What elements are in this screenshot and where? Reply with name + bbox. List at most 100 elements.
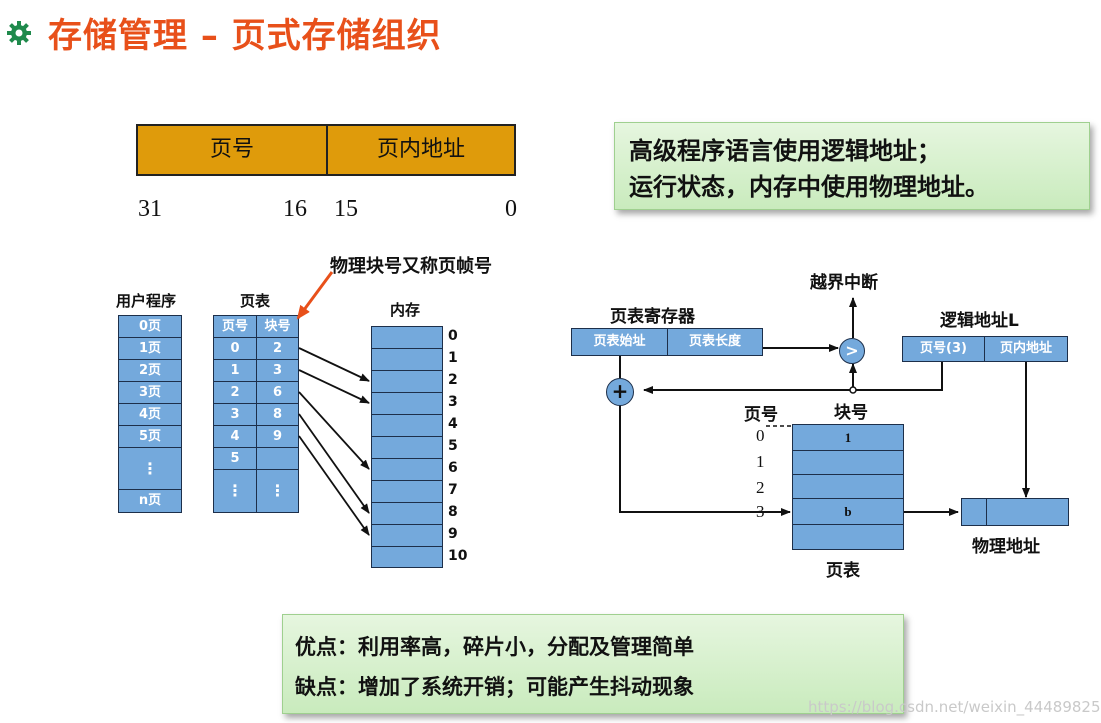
adder-to-table [619,404,791,516]
logical-address-register: 页号(3) 页内地址 [902,336,1068,362]
logical-page-field: 页号(3) [903,337,985,361]
program-page: 1页 [119,338,181,360]
pt-page-cell: 4 [214,426,257,448]
memory-frame [372,393,442,415]
pt-page-cell: 1 [214,360,257,382]
map-arrow-1 [298,369,370,404]
format-divider [326,126,328,174]
gear-icon [7,21,31,45]
memory-frame-number: 0 [448,328,458,344]
physical-block-field [962,499,987,525]
user-program-column: 0页 1页 2页 3页 4页 5页 ⋮ n页 [118,315,182,513]
map-arrow-4 [298,435,370,536]
pt-block-cell: 3 [257,360,298,382]
logical-address-label: 逻辑地址L [940,311,1019,331]
page-offset-field: 页内地址 [376,137,465,162]
block-number-label: 块号 [834,403,868,423]
memory-frame [372,437,442,459]
memory-column [371,326,443,568]
bit-16: 16 [283,196,307,222]
cons-line: 缺点：增加了系统开销；可能产生抖动现象 [295,675,694,699]
program-page: 2页 [119,360,181,382]
memory-frame [372,503,442,525]
pt-block-cell: 6 [257,382,298,404]
pt-page-ellipsis: ⋮ [214,470,257,512]
program-page: n页 [138,493,162,508]
bit-15: 15 [334,196,358,222]
note-line-1: 高级程序语言使用逻辑地址； [629,137,941,165]
pt-block-cell: 8 [257,404,298,426]
user-program-label: 用户程序 [116,292,177,310]
callout-arrow [296,271,334,320]
pt-block-cell: 2 [257,338,298,360]
page-number-label: 页号 [744,405,778,425]
register-base-field: 页表始址 [572,329,668,355]
interrupt-label: 越界中断 [810,273,878,293]
memory-frame-number: 10 [448,548,468,564]
pt-block-ellipsis: ⋮ [269,481,286,500]
map-arrow-0 [298,347,370,382]
adder-icon: + [606,378,634,406]
register-label: 页表寄存器 [610,307,695,327]
program-page-ellipsis: ⋮ [119,448,181,490]
right-page-table-label: 页表 [826,561,860,581]
memory-frame [372,525,442,547]
pt-header-block: 块号 [257,316,298,338]
memory-frame-number: 2 [448,372,458,388]
note-line-2: 运行状态，内存中使用物理地址。 [629,173,989,201]
memory-frame-number: 8 [448,504,458,520]
page-title: 存储管理 – 页式存储组织 [48,16,442,56]
pt-page-cell: 2 [214,382,257,404]
left-page-table: 页号 块号 0 2 1 3 2 6 3 8 4 9 5 ⋮ ⋮ [213,315,299,513]
pt-page-cell: 0 [214,338,257,360]
bit-31: 31 [138,196,162,222]
table-index: 3 [756,502,765,521]
table-index: 2 [756,478,765,497]
pt-header-page: 页号 [214,316,257,338]
table-index: 1 [756,452,765,471]
memory-frame-number: 7 [448,482,458,498]
program-page: 5页 [119,426,181,448]
memory-label: 内存 [390,301,421,319]
frame-callout: 物理块号又称页帧号 [330,256,492,277]
address-format-bar: 页号 页内地址 [136,124,516,176]
map-arrow-2 [298,391,370,470]
note-logical-physical: 高级程序语言使用逻辑地址； 运行状态，内存中使用物理地址。 [614,122,1090,210]
memory-frame-number: 4 [448,416,458,432]
map-arrow-3 [298,413,370,514]
pt-block-cell: 9 [257,426,298,448]
pagenum-to-adder [643,362,943,394]
register-length-field: 页表长度 [688,334,741,349]
length-to-comparator [759,344,839,356]
left-page-table-label: 页表 [240,292,271,310]
table-index: 0 [756,426,765,445]
memory-frame [372,371,442,393]
program-page: 4页 [119,404,181,426]
bit-0: 0 [505,196,517,222]
pros-line: 优点：利用率高，碎片小，分配及管理简单 [295,635,694,659]
program-page: 3页 [119,382,181,404]
watermark: https://blog.csdn.net/weixin_44489825 [808,698,1101,716]
comparator-icon: > [839,338,865,364]
note-pros-cons: 优点：利用率高，碎片小，分配及管理简单 缺点：增加了系统开销；可能产生抖动现象 [282,614,904,714]
table-entry [793,475,903,499]
memory-frame [372,349,442,371]
memory-frame [372,327,442,349]
page-number-field: 页号 [209,137,254,162]
pt-page-cell: 5 [214,448,257,470]
table-entry [793,451,903,475]
table-entry: 1 [793,425,903,451]
memory-frame-number: 9 [448,526,458,542]
program-page: 0页 [119,316,181,338]
memory-frame-number: 1 [448,350,458,366]
memory-frame [372,459,442,481]
memory-frame [372,481,442,503]
memory-frame-number: 6 [448,460,458,476]
table-entry: b [793,499,903,525]
table-entry [793,525,903,549]
physical-address-label: 物理地址 [972,537,1040,557]
pt-page-cell: 3 [214,404,257,426]
memory-frame [372,415,442,437]
physical-address-register [961,498,1069,526]
